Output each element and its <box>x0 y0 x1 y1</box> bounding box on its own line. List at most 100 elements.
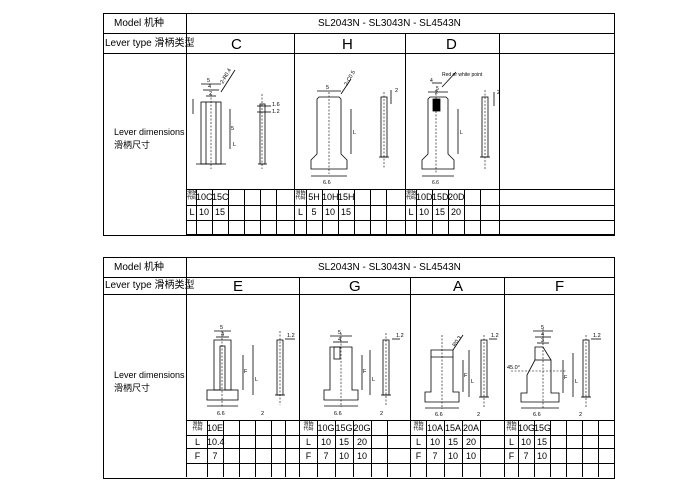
series-title: SL2043N - SL3043N - SL4543N <box>318 18 461 29</box>
lever-type-label: Lever type 滑柄类型 <box>105 38 195 49</box>
code-15A: 15A <box>444 423 461 433</box>
lever-dimensions-en: Lever dimensions <box>114 127 185 137</box>
F-15A: 10 <box>447 451 458 461</box>
lever-dimensions-label: Lever dimensions 滑柄尺寸 <box>114 126 185 152</box>
dim-f-4: 4 <box>541 332 544 338</box>
dim-g-66: 6.6 <box>334 411 342 417</box>
code-10H: 10H <box>322 192 339 202</box>
code-20G: 20G <box>353 423 371 433</box>
code-10D: 10D <box>416 192 433 202</box>
grid-g-header: 滑柄代码 <box>303 421 314 432</box>
L-20D: 20 <box>450 207 461 217</box>
dim-c-5: 5 <box>207 78 210 84</box>
code-15C: 15C <box>212 192 229 202</box>
code-15H: 15H <box>338 192 355 202</box>
L-10E: 10.4 <box>207 437 225 447</box>
dim-e-L: L <box>255 377 258 383</box>
row-L-h: L <box>297 207 303 217</box>
dim-c-L: L <box>233 142 236 148</box>
grid-e-header: 滑柄代码 <box>192 421 203 432</box>
code-20A: 20A <box>462 423 479 433</box>
dim-f-3: 3 <box>541 338 544 344</box>
dim-a-12: 1.2 <box>491 333 499 339</box>
grid-h-header: 滑柄代码 <box>295 190 306 201</box>
dim-a-2: 2 <box>477 412 480 418</box>
row-L-g: L <box>305 437 311 447</box>
type-letter-H: H <box>342 36 353 53</box>
code-10E: 10E <box>207 423 224 433</box>
dim-e-5: 5 <box>220 325 223 331</box>
lever-dimensions-cn: 滑柄尺寸 <box>114 383 151 393</box>
L-15G: 15 <box>338 437 349 447</box>
dim-f-12: 1.2 <box>593 333 601 339</box>
row-L-c: L <box>189 207 195 217</box>
F-10A: 7 <box>432 451 438 461</box>
dim-g-12: 1.2 <box>396 333 404 339</box>
F-10G: 7 <box>323 451 329 461</box>
dim-g-L: L <box>372 377 375 383</box>
dim-h-66: 6.6 <box>323 180 331 186</box>
dim-f-2: 2 <box>579 412 582 418</box>
drawing-type-A: R0.3 1.2 F L 6.6 2 <box>424 333 499 418</box>
code-10G: 10G <box>317 423 335 433</box>
L-20G: 20 <box>356 437 367 447</box>
code-20D: 20D <box>448 192 465 202</box>
drawing-type-E: 5 4 1.2 F L 6.6 2 <box>206 325 295 417</box>
drawing-type-F: 5 4 3 1.2 45.0° F L 6.6 2 <box>507 325 601 418</box>
type-letter-E: E <box>233 278 244 295</box>
dim-f-angle: 45.0° <box>507 365 520 371</box>
F-f-10G: 7 <box>523 451 529 461</box>
drawing-type-H: 5 2-C0.5 L 6.6 2 <box>310 70 398 186</box>
F-10E: 7 <box>212 451 218 461</box>
row-L-e: L <box>194 437 200 447</box>
grid-d-header: 滑柄代码 <box>406 190 417 201</box>
dim-g-F: F <box>363 369 367 375</box>
dim-h-L: L <box>353 130 356 136</box>
row-F-e: F <box>194 451 201 461</box>
dim-a-r: R0.3 <box>452 335 464 348</box>
dim-f-5: 5 <box>541 325 544 331</box>
dim-d-4: 4 <box>430 78 433 84</box>
row-F-f: F <box>508 451 515 461</box>
type-letter-C: C <box>231 36 242 53</box>
type-letter-G: G <box>349 278 361 295</box>
dim-d-5: 5 <box>436 86 439 92</box>
row-L-a: L <box>415 437 421 447</box>
code-15G: 15G <box>335 423 353 433</box>
drawing-type-G: 5 4 1.2 F L 6.6 2 <box>323 330 404 417</box>
model-label: Model 机种 <box>114 262 165 273</box>
dim-c-5b: 5 <box>231 126 234 132</box>
drawing-type-D: Red or white point 5 4 2 L 6.6 2 <box>421 71 499 186</box>
code-5H: 5H <box>308 192 320 202</box>
dim-a-F: F <box>464 373 468 379</box>
dim-d-point: Red or white point <box>442 72 483 78</box>
L-f-10G: 10 <box>520 437 531 447</box>
dim-e-F: F <box>244 369 248 375</box>
grid-f-header: 滑柄代码 <box>506 421 517 432</box>
dim-h-5: 5 <box>326 85 329 91</box>
F-15G: 10 <box>338 451 349 461</box>
dim-d-2: 2 <box>435 90 438 96</box>
lever-spec-table-2: Model 机种 SL2043N - SL3043N - SL4543N Lev… <box>103 257 615 479</box>
dim-d-66: 6.6 <box>432 180 439 186</box>
code-f-10G: 10G <box>518 423 536 433</box>
dim-d-L: L <box>460 130 463 136</box>
type-letter-F: F <box>555 278 565 295</box>
dim-f-66: 6.6 <box>533 412 541 418</box>
drawing-type-C: 5 4 2 2-R0.4 5 L 1.6 1.2 <box>192 68 280 169</box>
L-20A: 20 <box>465 437 476 447</box>
dim-c-12: 1.2 <box>272 109 280 115</box>
dim-e-4: 4 <box>221 332 224 338</box>
L-15D: 15 <box>434 207 445 217</box>
L-f-15G: 15 <box>536 437 547 447</box>
dim-e-12: 1.2 <box>287 333 295 339</box>
row-F-g: F <box>305 451 312 461</box>
dim-a-66: 6.6 <box>435 412 443 418</box>
dim-g-2: 2 <box>380 411 383 417</box>
model-label: Model 机种 <box>114 18 165 29</box>
dim-f-L: L <box>575 379 578 385</box>
L-10D: 10 <box>418 207 429 217</box>
L-15C: 15 <box>214 207 225 217</box>
F-20G: 10 <box>356 451 367 461</box>
row-L-d: L <box>408 207 414 217</box>
